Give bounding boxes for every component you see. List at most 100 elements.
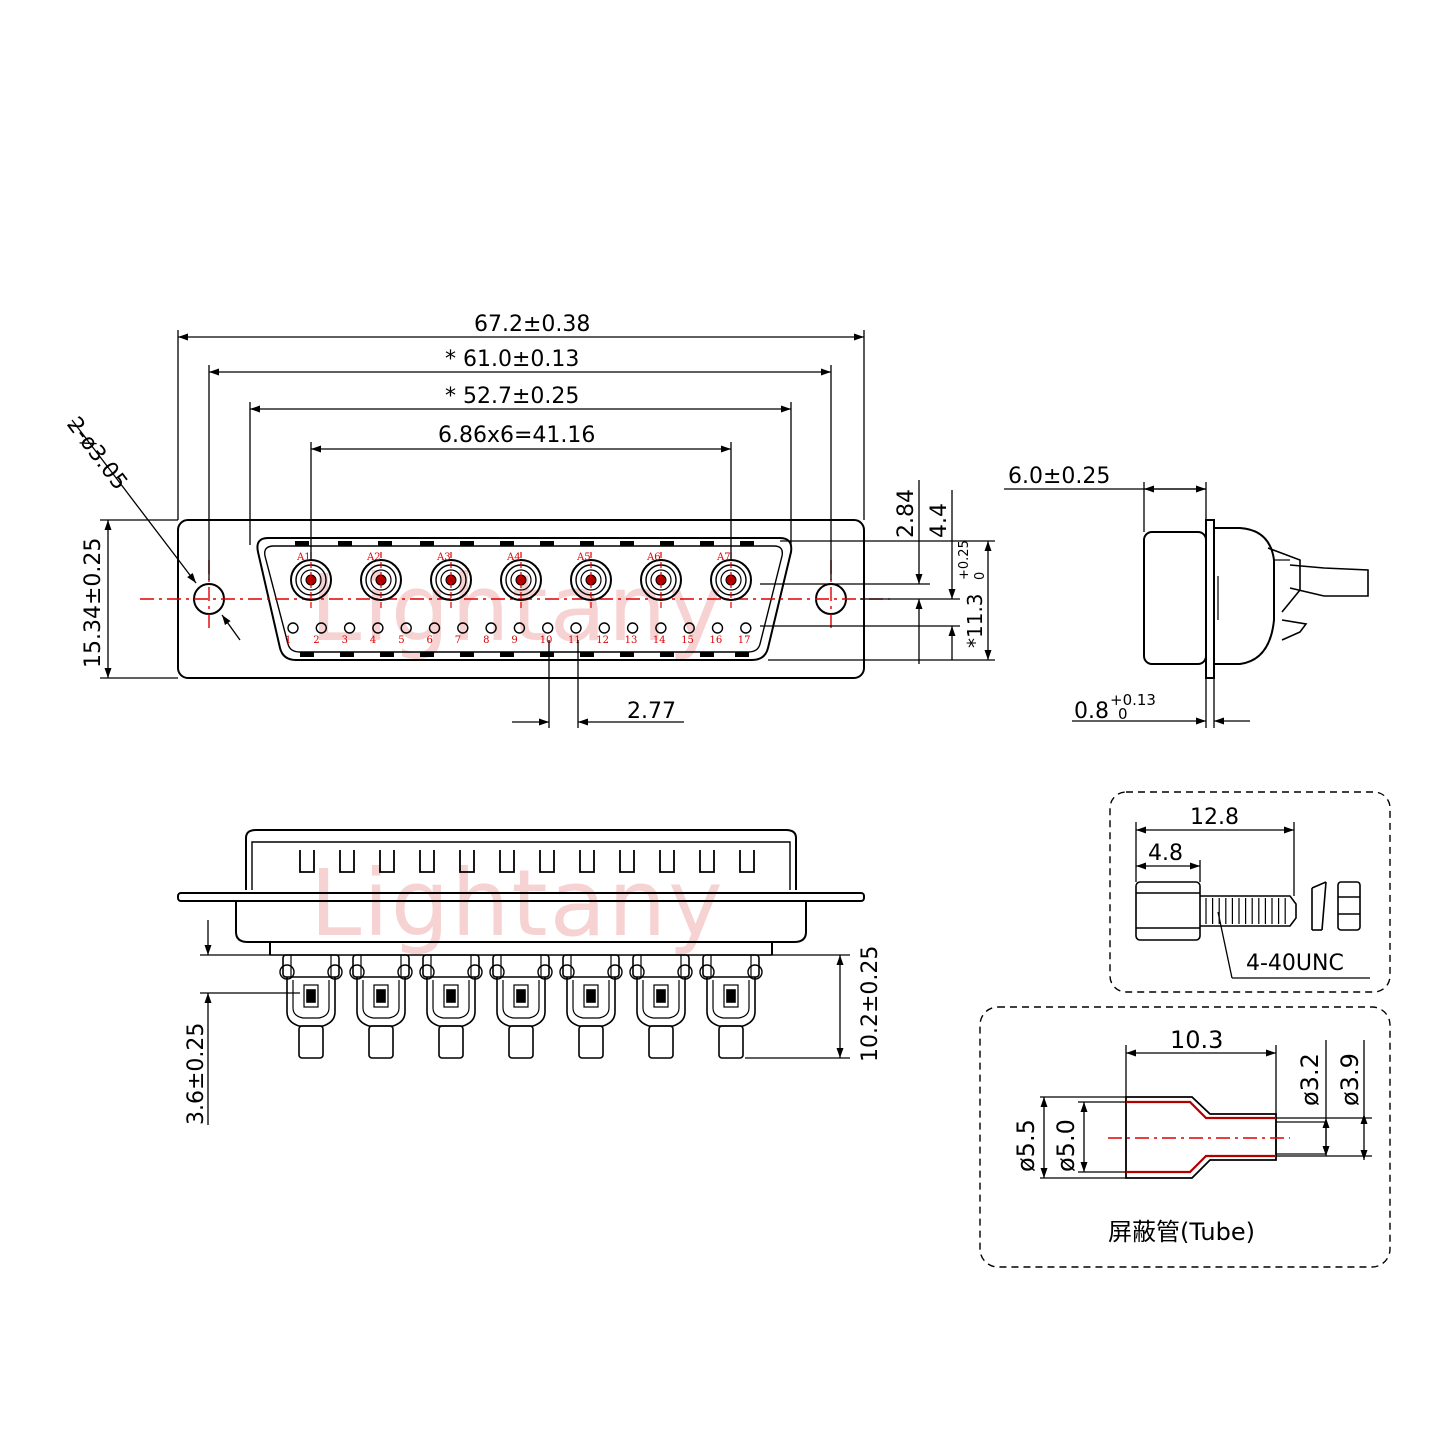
signal-contact: 17 [738, 622, 752, 646]
mount-holes-dim: 2-ø3.05 [61, 413, 132, 495]
signal-label: 15 [681, 635, 694, 646]
signal-contact: 8 [483, 622, 497, 646]
thread-ticks [1205, 898, 1286, 924]
tube-inner [1126, 1100, 1276, 1174]
coax-label: A3 [436, 552, 451, 563]
signal-label: 13 [625, 635, 638, 646]
signal-contact: 10 [540, 622, 554, 646]
shell-slot [499, 850, 515, 873]
coax-label: A1 [296, 552, 311, 563]
coax-contact: A3 [430, 552, 472, 608]
tube-d-small-inner: ø3.2 [1296, 1053, 1324, 1106]
screw-thread [1200, 895, 1297, 927]
signal-contact: 4 [370, 622, 384, 646]
dim-2-84: 2.84 [894, 489, 919, 538]
screw-dimensions [1135, 822, 1370, 979]
signal-label: 16 [710, 635, 723, 646]
tube-dimensions [1040, 1040, 1372, 1179]
signal-label: 11 [568, 635, 581, 646]
bottom-dimensions [200, 920, 850, 1125]
signal-label: 6 [427, 635, 433, 646]
screw-thread-label: 4-40UNC [1246, 951, 1344, 976]
tube-d-large-inner: ø5.0 [1052, 1119, 1080, 1172]
shell-slot [419, 850, 435, 873]
shell-width-dim: * 52.7±0.25 [445, 384, 579, 409]
signal-label: 14 [653, 635, 666, 646]
side-view [1143, 519, 1369, 679]
tube-detail-frame [979, 1006, 1391, 1268]
bottom-insulator [235, 901, 807, 943]
front-dimension-text: 67.2±0.38 * 61.0±0.13 * 52.7±0.25 6.86x6… [61, 312, 988, 724]
dim-4-4: 4.4 [927, 503, 952, 538]
shell-slots [295, 541, 754, 657]
shell-slot [739, 850, 755, 873]
signal-contact: 16 [710, 622, 724, 646]
signal-contact: 12 [596, 622, 610, 646]
signal-pitch-dim: 2.77 [627, 699, 676, 724]
signal-label: 12 [596, 635, 609, 646]
coax-contact: A2 [360, 552, 402, 608]
front-dimensions [71, 330, 995, 728]
signal-label: 17 [738, 635, 751, 646]
coax-pitch-dim: 6.86x6=41.16 [438, 423, 595, 448]
shell-slot [339, 850, 355, 873]
signal-contact: 1 [285, 622, 299, 646]
overall-width-dim: 67.2±0.38 [474, 312, 590, 337]
signal-contact: 7 [455, 622, 469, 646]
side-shell [1143, 531, 1207, 665]
coax-leg [279, 954, 343, 1059]
signal-contact: 2 [313, 622, 327, 646]
signal-label: 9 [511, 635, 517, 646]
screw-hex-head [1135, 881, 1201, 941]
side-insulator [1214, 527, 1275, 665]
standoff-dim: 3.6±0.25 [184, 1023, 209, 1125]
tube-outer [1125, 1096, 1277, 1179]
signal-label: 1 [285, 635, 291, 646]
coax-label: A2 [366, 552, 381, 563]
coax-label: A7 [716, 552, 731, 563]
bottom-slots [299, 850, 755, 873]
dim-11-3-tol-low: 0 [973, 572, 988, 580]
coax-contact: A4 [500, 552, 542, 608]
coax-contacts: A1 A2 A3 A4 A5 A6 A7 [290, 552, 752, 608]
pin-length-dim: 10.2±0.25 [858, 946, 883, 1062]
signal-contact: 14 [653, 622, 667, 646]
shell-slot [579, 850, 595, 873]
coax-leg [629, 954, 693, 1059]
coax-label: A6 [646, 552, 661, 563]
coax-leg [349, 954, 413, 1059]
coax-leg [489, 954, 553, 1059]
shell-slot [379, 850, 395, 873]
coax-contact: A5 [570, 552, 612, 608]
hole-spacing-dim: * 61.0±0.13 [445, 347, 579, 372]
coax-contact: A6 [640, 552, 682, 608]
shell-slot [619, 850, 635, 873]
signal-contact: 13 [625, 622, 639, 646]
watermark-bottom: Lightany [310, 850, 725, 957]
signal-contact: 5 [398, 622, 412, 646]
side-flange [1205, 519, 1215, 679]
shell-slot [659, 850, 675, 873]
signal-contact: 15 [681, 622, 695, 646]
shell-slot [699, 850, 715, 873]
flange-tol-low: 0 [1118, 705, 1128, 723]
dim-11-3: *11.3 [963, 593, 987, 648]
coax-legs [279, 954, 763, 1059]
signal-label: 3 [342, 635, 348, 646]
shell-slot [459, 850, 475, 873]
tube-caption: 屏蔽管(Tube) [1108, 1218, 1255, 1246]
signal-label: 2 [313, 635, 319, 646]
bottom-shell [245, 829, 797, 890]
flange-thickness-dim: 0.8 [1074, 699, 1109, 724]
signal-label: 7 [455, 635, 461, 646]
coax-label: A5 [576, 552, 591, 563]
signal-label: 4 [370, 635, 376, 646]
screw-head-dim: 4.8 [1148, 841, 1183, 866]
tube-d-small-outer: ø3.9 [1336, 1053, 1364, 1106]
tube-length-dim: 10.3 [1170, 1026, 1223, 1054]
side-depth-dim: 6.0±0.25 [1008, 464, 1110, 489]
signal-label: 8 [483, 635, 489, 646]
signal-label: 5 [398, 635, 404, 646]
